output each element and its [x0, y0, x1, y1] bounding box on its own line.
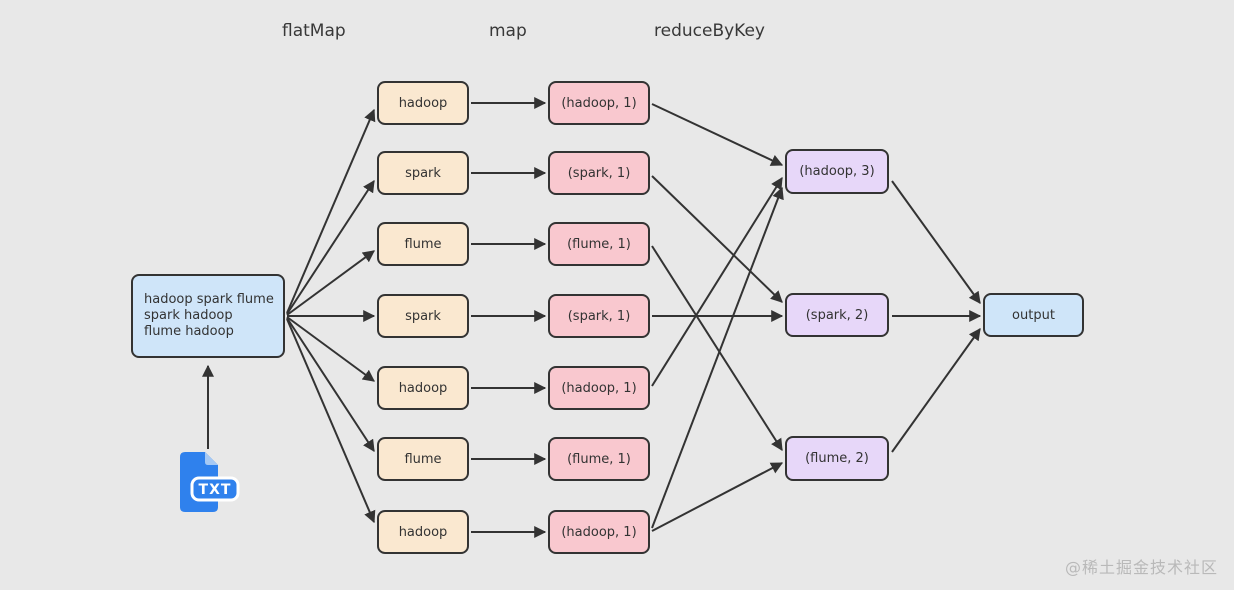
arrow-flatmap — [286, 318, 376, 524]
flatmap-node: spark — [377, 151, 469, 195]
reduce-node: (hadoop, 3) — [785, 149, 889, 194]
input-text-node: hadoop spark flume spark hadoop flume ha… — [131, 274, 285, 358]
file-fold — [205, 452, 218, 465]
flatmap-node: flume — [377, 222, 469, 266]
stage-label-flatmap: flatMap — [282, 21, 346, 41]
input-line: hadoop spark flume — [144, 292, 274, 307]
flatmap-node: hadoop — [377, 366, 469, 410]
arrow-flatmap — [286, 316, 375, 382]
arrow-reduce — [651, 245, 783, 452]
map-node: (flume, 1) — [548, 222, 650, 266]
stage-label-map: map — [489, 21, 527, 41]
arrow-output — [891, 180, 981, 304]
map-node: (hadoop, 1) — [548, 510, 650, 554]
arrow-flatmap — [286, 108, 376, 314]
arrow-flatmap — [286, 317, 375, 453]
arrow-reduce — [651, 176, 783, 387]
stage-label-reducebykey: reduceByKey — [654, 21, 765, 41]
arrow-reduce — [651, 186, 784, 529]
map-node: (hadoop, 1) — [548, 366, 650, 410]
reduce-node: (flume, 2) — [785, 436, 889, 481]
output-node: output — [983, 293, 1084, 337]
file-badge — [190, 476, 240, 502]
map-node: (spark, 1) — [548, 151, 650, 195]
txt-file-icon: TXT — [180, 452, 240, 512]
arrow-flatmap — [286, 250, 375, 316]
input-line: flume hadoop — [144, 324, 234, 339]
arrow-reduce — [651, 175, 783, 303]
arrow-flatmap — [286, 179, 375, 315]
reduce-node: (spark, 2) — [785, 293, 889, 337]
arrow-reduce — [651, 103, 784, 166]
watermark: @稀土掘金技术社区 — [1064, 558, 1218, 577]
map-node: (spark, 1) — [548, 294, 650, 338]
flatmap-node: hadoop — [377, 81, 469, 125]
arrow-reduce — [651, 462, 784, 532]
flatmap-node: flume — [377, 437, 469, 481]
map-node: (flume, 1) — [548, 437, 650, 481]
map-node: (hadoop, 1) — [548, 81, 650, 125]
input-line: spark hadoop — [144, 308, 233, 323]
file-badge-label: TXT — [199, 482, 232, 498]
flatmap-node: hadoop — [377, 510, 469, 554]
arrow-output — [891, 328, 981, 453]
flatmap-node: spark — [377, 294, 469, 338]
